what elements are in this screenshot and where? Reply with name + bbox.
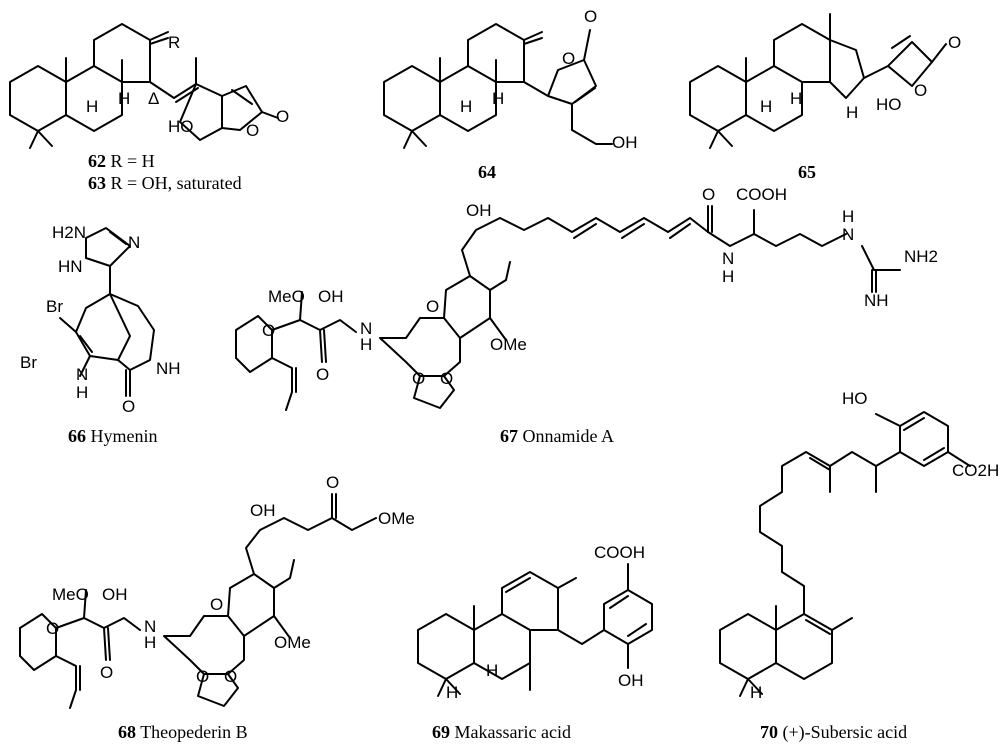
structure-65: H H H O O HO — [689, 13, 961, 149]
o-label: O — [224, 667, 237, 686]
cooh-label: COOH — [594, 543, 645, 562]
cooh-label: COOH — [736, 185, 787, 204]
oh-label: OH — [250, 501, 276, 520]
nh2-label: NH2 — [904, 247, 938, 266]
ho-label: HO — [168, 117, 194, 136]
o-label: O — [948, 33, 961, 52]
structure-69: COOH OH H H — [417, 543, 653, 702]
r-label: R — [168, 33, 180, 52]
n-label: N — [144, 617, 156, 636]
h-label: H — [144, 633, 156, 652]
o-label: O — [412, 369, 425, 388]
h-label: H — [760, 97, 772, 116]
ome-label: OMe — [378, 509, 415, 528]
caption-68: 68 Theopederin B — [118, 722, 248, 742]
h-label: H — [846, 103, 858, 122]
hn-label: HN — [58, 257, 83, 276]
oh-label: OH — [612, 133, 638, 152]
structure-62-63: R Δ H H O O HO — [9, 23, 289, 149]
caption-62: 62 R = H — [88, 151, 155, 171]
o-label: O — [584, 7, 597, 26]
caption-70: 70 (+)-Subersic acid — [760, 722, 907, 743]
h-label: H — [750, 683, 762, 702]
br-label: Br — [20, 353, 37, 372]
n-label: N — [842, 225, 854, 244]
nh-label: NH — [864, 291, 889, 310]
h-label: H — [118, 89, 130, 108]
caption-63: 63 R = OH, saturated — [88, 173, 242, 193]
o-label: O — [246, 121, 259, 140]
o-label: O — [316, 365, 329, 384]
n-label: N — [360, 319, 372, 338]
h2n-label: H2N — [52, 223, 86, 242]
caption-66: 66 Hymenin — [68, 426, 158, 446]
h-label: H — [722, 267, 734, 286]
n-label: N — [722, 249, 734, 268]
o-label: O — [440, 369, 453, 388]
ome-label: OMe — [274, 633, 311, 652]
meo-label: MeO — [268, 287, 305, 306]
o-label: O — [122, 397, 135, 416]
h-label: H — [360, 335, 372, 354]
meo-label: MeO — [52, 585, 89, 604]
o-label: O — [196, 667, 209, 686]
h-label: H — [842, 207, 854, 226]
oh-label: OH — [618, 671, 644, 690]
h-label: H — [446, 683, 458, 702]
n-label: N — [76, 365, 88, 384]
o-label: O — [46, 619, 59, 638]
oh-label: OH — [466, 201, 492, 220]
oh-label: OH — [318, 287, 344, 306]
o-label: O — [210, 595, 223, 614]
caption-65: 65 — [798, 162, 816, 182]
structure-67: OH MeO OH O O N H O O O OMe O N H COOH N… — [235, 185, 938, 411]
h-label: H — [486, 661, 498, 680]
o-label: O — [100, 663, 113, 682]
caption-69: 69 Makassaric acid — [432, 722, 571, 742]
structure-64: O O OH H H — [383, 7, 638, 152]
o-label: O — [914, 81, 927, 100]
o-label: O — [562, 49, 575, 68]
h-label: H — [76, 383, 88, 402]
ome-label: OMe — [490, 335, 527, 354]
o-label: O — [326, 473, 339, 492]
h-label: H — [790, 89, 802, 108]
co2h-label: CO2H — [952, 461, 999, 480]
caption-64: 64 — [478, 162, 496, 182]
o-label: O — [276, 107, 289, 126]
o-label: O — [262, 321, 275, 340]
h-label: H — [492, 89, 504, 108]
h-label: H — [86, 97, 98, 116]
h-label: H — [460, 97, 472, 116]
o-label: O — [702, 185, 715, 204]
delta-label: Δ — [148, 89, 159, 108]
o-label: O — [426, 297, 439, 316]
ho-label: HO — [842, 389, 868, 408]
caption-67: 67 Onnamide A — [500, 426, 614, 446]
nh-label: NH — [156, 359, 181, 378]
ho-label: HO — [876, 95, 902, 114]
n-label: N — [128, 233, 140, 252]
br-label: Br — [46, 297, 63, 316]
structure-68: OH O OMe MeO OH O O N H O O O OMe — [19, 473, 415, 709]
structure-66: H2N N HN Br Br N H NH O — [20, 223, 181, 416]
oh-label: OH — [102, 585, 128, 604]
structure-70: HO CO2H H — [719, 389, 999, 702]
